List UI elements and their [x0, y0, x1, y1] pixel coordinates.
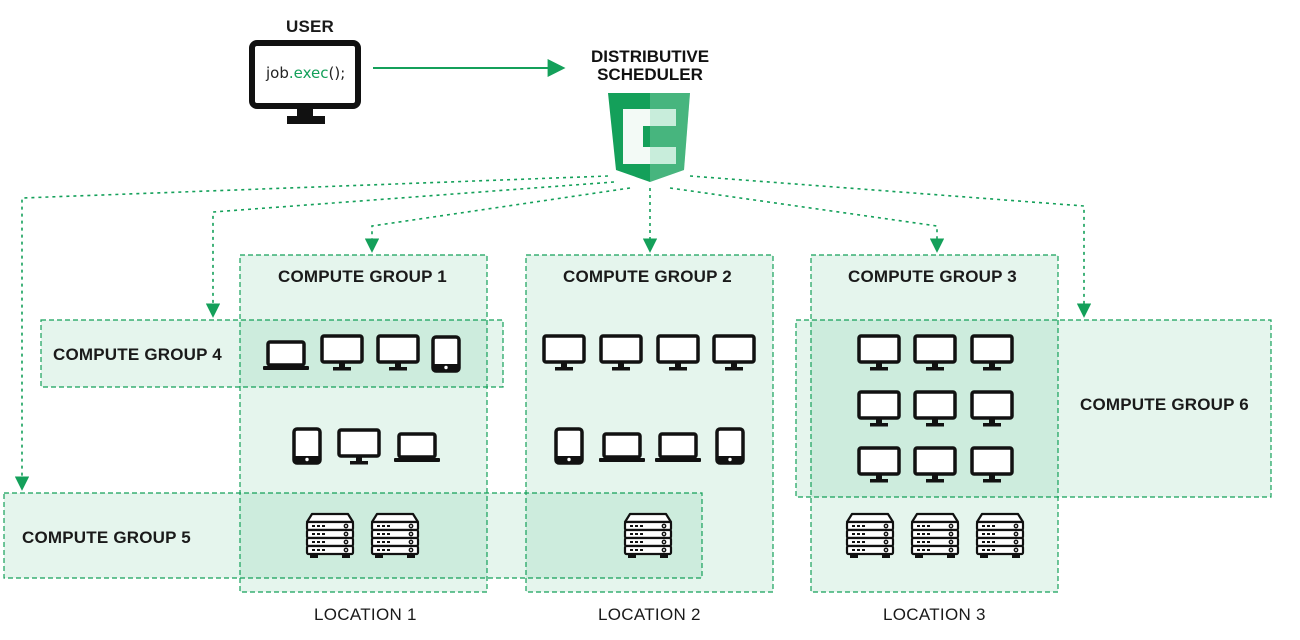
compute-group-4-label: COMPUTE GROUP 4 [53, 345, 222, 364]
compute-group-1-label: COMPUTE GROUP 1 [278, 267, 447, 286]
arrow-to-group-3 [669, 187, 945, 253]
laptop-icon [263, 340, 309, 372]
user-label: USER [286, 17, 335, 36]
server-icon [910, 512, 960, 560]
arrow-to-group-4 [205, 181, 615, 318]
compute-group-1-box [239, 254, 488, 593]
compute-group-5-label: COMPUTE GROUP 5 [22, 528, 191, 547]
compute-group-3-label: COMPUTE GROUP 3 [848, 267, 1017, 286]
laptop-icon [394, 432, 440, 464]
location-3-label: LOCATION 3 [883, 605, 986, 624]
location-2-label: LOCATION 2 [598, 605, 701, 624]
user-monitor-icon [249, 40, 361, 124]
server-icon [623, 512, 673, 560]
compute-group-6-label: COMPUTE GROUP 6 [1080, 395, 1249, 414]
code-object: job [266, 64, 289, 82]
arrow-to-group-5 [14, 175, 609, 491]
arrow-to-group-1 [364, 187, 631, 253]
code-suffix: (); [328, 64, 346, 82]
compute-group-2-label: COMPUTE GROUP 2 [563, 267, 732, 286]
server-icon [975, 512, 1025, 560]
user-code-snippet: job.exec(); [266, 64, 345, 82]
server-icon [370, 512, 420, 560]
laptop-icon [655, 432, 701, 464]
server-icon [305, 512, 355, 560]
tablet-icon [431, 335, 461, 373]
scheduler-title-line-1: DISTRIBUTIVE [590, 47, 710, 66]
tablet-icon [554, 427, 584, 465]
laptop-icon [599, 432, 645, 464]
server-icon [845, 512, 895, 560]
code-dot: . [288, 64, 294, 82]
distributive-c-shield-icon [608, 93, 690, 182]
tablet-icon [715, 427, 745, 465]
location-1-label: LOCATION 1 [314, 605, 417, 624]
scheduler-title: DISTRIBUTIVE SCHEDULER [560, 48, 740, 84]
tablet-icon [292, 427, 322, 465]
scheduler-title-line-2: SCHEDULER [597, 65, 703, 84]
location-3-devices [845, 334, 1025, 560]
code-method: exec [293, 64, 329, 82]
